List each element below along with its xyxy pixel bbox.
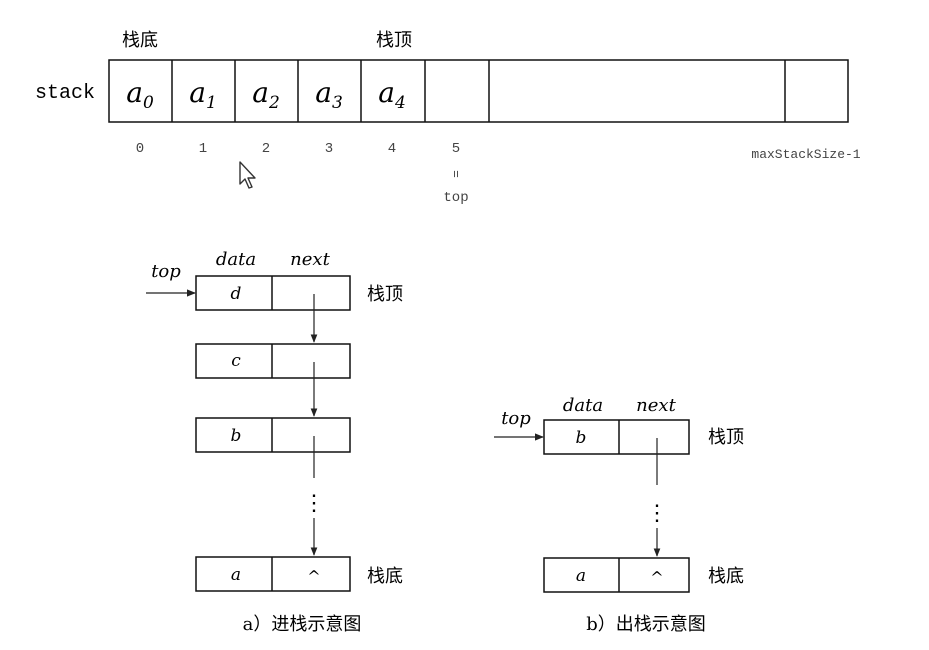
stack-top-label: 栈顶 xyxy=(708,427,744,448)
ellipsis: ⋮ xyxy=(303,491,325,516)
col-next-label: next xyxy=(290,249,330,270)
stack-bottom-label: 栈底 xyxy=(708,566,744,587)
stack-element: a1 xyxy=(189,76,217,113)
stack-index: 5 xyxy=(452,141,460,157)
node-data: a xyxy=(576,566,586,586)
stack-top-label: 栈顶 xyxy=(367,284,403,305)
top-pointer-label: top xyxy=(501,408,531,429)
list-node xyxy=(195,275,351,311)
stack-element: a0 xyxy=(126,76,154,113)
pop-diagram: data next top b 栈顶 ⋮ a ^ 栈底 b）出栈示意图 xyxy=(494,395,744,635)
stack-top-label: 栈顶 xyxy=(376,30,412,51)
stack-element: a3 xyxy=(315,76,343,113)
stack-bottom-label: 栈底 xyxy=(122,30,158,51)
list-node xyxy=(195,556,351,592)
node-data: c xyxy=(231,351,241,371)
col-data-label: data xyxy=(563,395,603,416)
stack-bottom-label: 栈底 xyxy=(367,566,403,587)
stack-index-max: maxStackSize-1 xyxy=(751,147,860,162)
stack-index: 1 xyxy=(199,141,207,157)
top-pointer-label: top xyxy=(151,261,181,282)
pop-caption: b）出栈示意图 xyxy=(586,614,706,635)
push-caption: a）进栈示意图 xyxy=(243,614,362,635)
ellipsis: ⋮ xyxy=(646,501,668,526)
node-data: b xyxy=(231,426,242,446)
list-node xyxy=(543,419,690,455)
col-data-label: data xyxy=(216,249,256,270)
stack-element: a2 xyxy=(252,76,280,113)
stack-index: 0 xyxy=(136,141,144,157)
list-node xyxy=(543,557,690,593)
equals-mark: = xyxy=(448,170,463,178)
top-pointer-label: top xyxy=(443,190,468,206)
array-stack: stack 栈底 栈顶 a0 a1 a2 a3 a4 0 1 2 3 4 5 m… xyxy=(35,30,861,206)
node-data: a xyxy=(231,565,241,585)
stack-name-label: stack xyxy=(35,82,95,105)
list-node xyxy=(195,343,351,379)
null-symbol: ^ xyxy=(307,567,320,586)
null-symbol: ^ xyxy=(650,568,663,587)
stack-array-border xyxy=(108,59,849,123)
list-node xyxy=(195,417,351,453)
mouse-cursor-icon xyxy=(239,161,256,189)
push-diagram: data next top d 栈顶 c b ⋮ a ^ 栈底 a）进栈示意图 xyxy=(146,249,403,635)
stack-index: 2 xyxy=(262,141,270,157)
stack-element: a4 xyxy=(378,76,406,113)
col-next-label: next xyxy=(636,395,676,416)
node-data: d xyxy=(231,284,242,304)
stack-index: 4 xyxy=(388,141,396,157)
node-data: b xyxy=(576,428,587,448)
stack-index: 3 xyxy=(325,141,333,157)
